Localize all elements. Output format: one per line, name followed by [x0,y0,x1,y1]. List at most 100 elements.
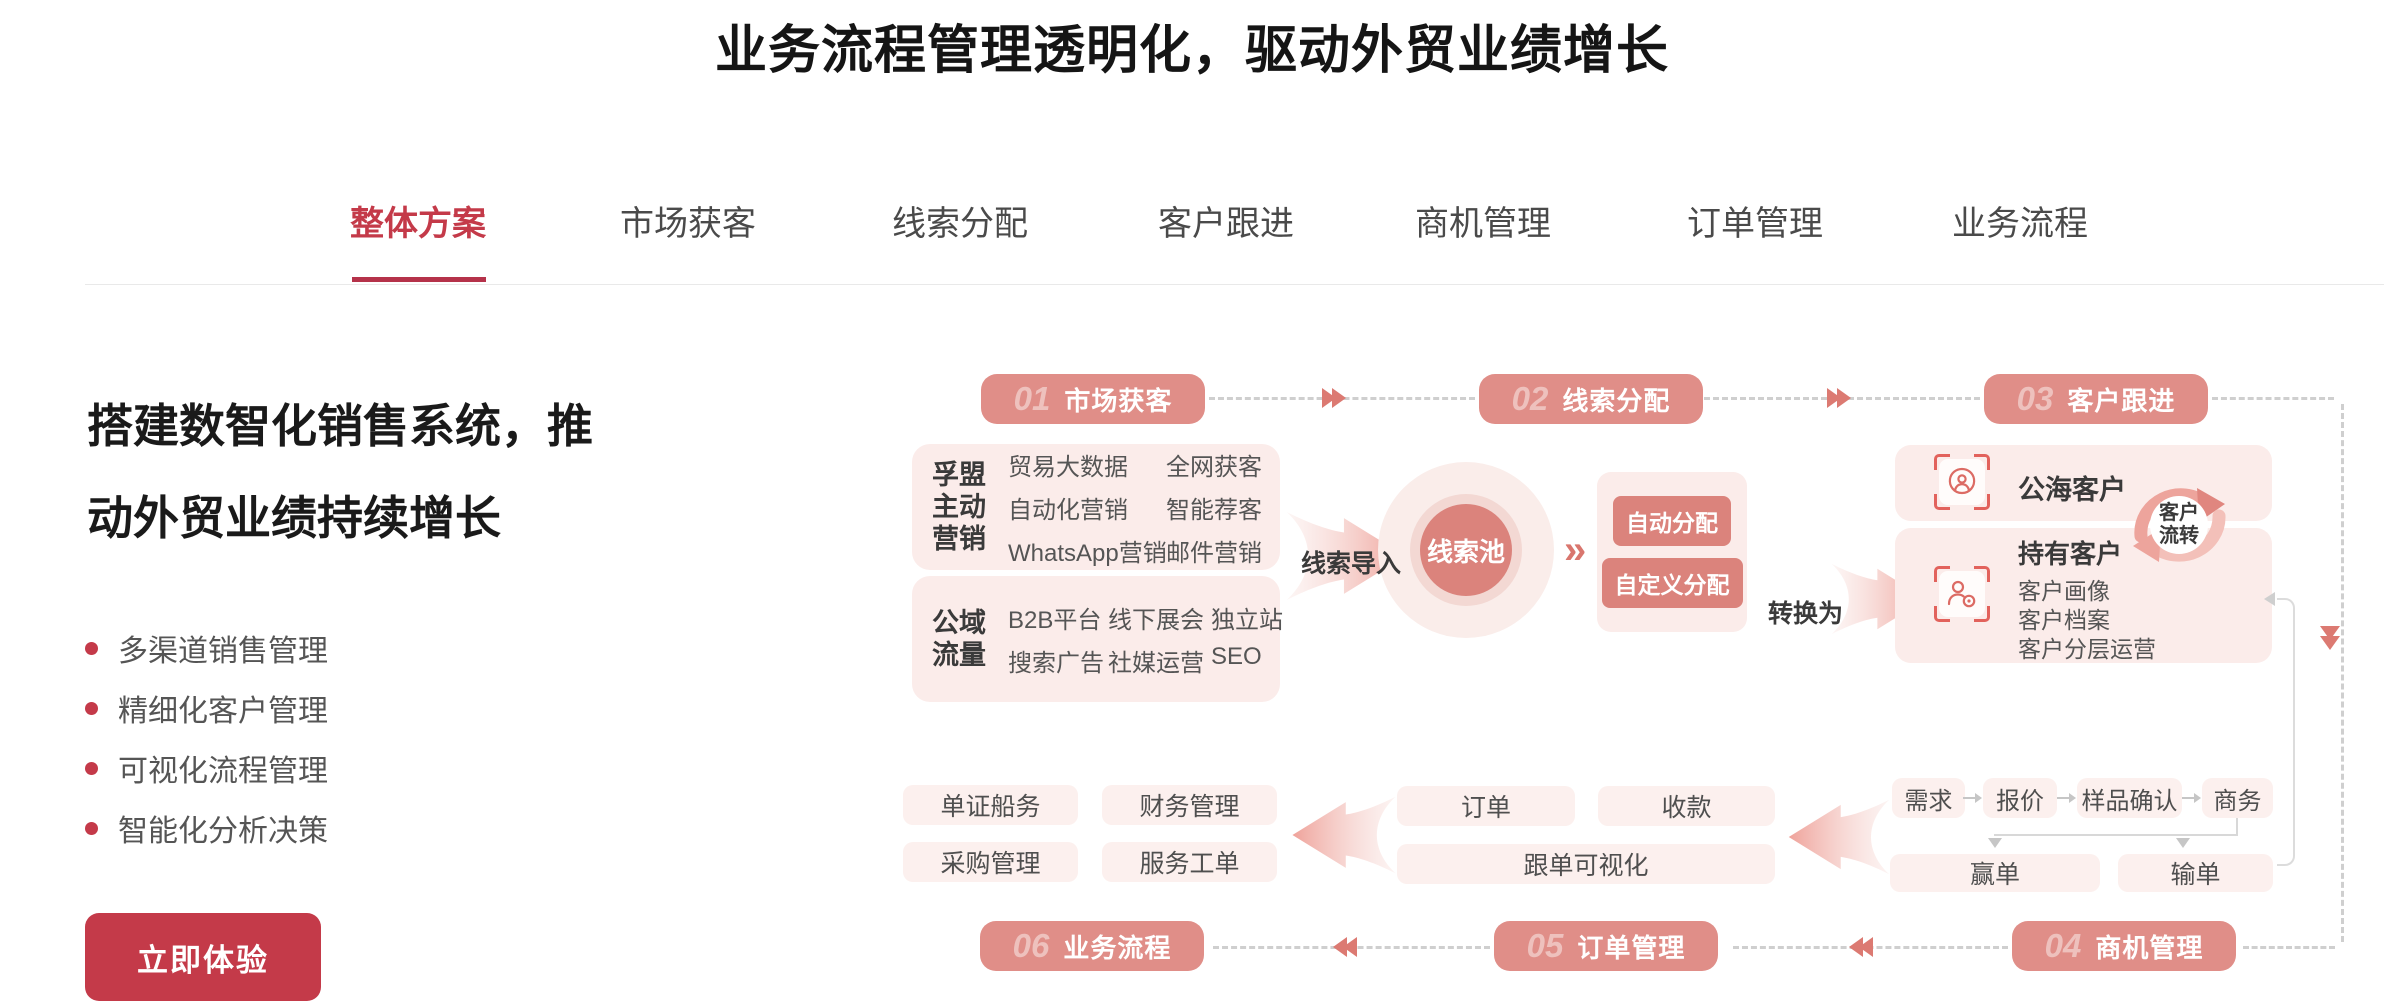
try-now-button[interactable]: 立即体验 [85,913,321,1001]
step-arrow-icon [2182,793,2201,803]
badge-label: 商机管理 [2095,932,2204,963]
panel-active-marketing: 孚盟 主动 营销 贸易大数据 全网获客 自动化营销 智能荐客 WhatsApp营… [912,444,1280,570]
tab-customer-followup[interactable]: 客户跟进 [1158,205,1294,243]
panel-public-traffic: 公域 流量 B2B平台 线下展会 独立站 搜索广告 社媒运营 SEO [912,576,1283,702]
connector-line [2277,598,2295,866]
bullet-label: 智能化分析决策 [118,815,328,848]
panel-label: 公域 流量 [932,608,986,670]
dashed-connector [1733,946,2008,949]
held-customer-title: 持有客户 [2018,539,2123,569]
bullet-dot-icon [85,641,98,655]
customer-circulation-icon: 客户 流转 [2126,474,2232,574]
box-lose-order: 输单 [2118,854,2273,892]
panel-items: B2B平台 线下展会 独立站 搜索广告 社媒运营 SEO [1008,600,1283,678]
panel-item: 独立站 [1211,607,1283,634]
badge-order-management: 05 订单管理 [1494,921,1718,971]
connector-line [2236,818,2238,835]
chevron-right-icon: » [1564,528,1587,572]
lead-import-arrow-icon [1286,512,1406,600]
box-order: 订单 [1397,786,1575,826]
page-title: 业务流程管理透明化，驱动外贸业绩增长 [714,22,1669,80]
hero-heading: 搭建数智化销售系统，推 动外贸业绩持续增长 [87,380,593,564]
panel-label: 孚盟 主动 营销 [932,460,986,554]
panel-items: 贸易大数据 全网获客 自动化营销 智能荐客 WhatsApp营销 邮件营销 [1008,447,1262,568]
tab-business-process[interactable]: 业务流程 [1952,205,2088,243]
box-purchase: 采购管理 [903,842,1078,882]
double-arrow-left-icon [1849,937,1873,957]
panel-item: B2B平台 [1008,607,1102,634]
double-arrow-right-icon [1827,388,1851,408]
custom-assign-chip: 自定义分配 [1601,558,1743,608]
panel-item: 贸易大数据 [1008,453,1128,481]
badge-number: 01 [1013,380,1051,417]
tab-overall-plan[interactable]: 整体方案 [350,205,486,243]
badge-label: 订单管理 [1577,932,1686,963]
arrow-down-icon [2176,838,2190,848]
panel-item: 全网获客 [1166,453,1262,481]
customer-circulation-label: 客户 流转 [2150,496,2208,554]
held-customer-item: 客户档案 [2018,607,2110,633]
step-demand: 需求 [1892,778,1965,818]
public-sea-customer-icon [1934,454,1990,510]
step-quote: 报价 [1983,778,2057,818]
double-arrow-down-icon [2320,626,2340,650]
bullet-dot-icon [85,821,98,835]
dashed-connector [2341,404,2344,942]
arrow-left-icon [2264,592,2275,606]
held-customer-details: 持有客户 客户画像 客户档案 客户分层运营 [2018,534,2268,664]
step-sample-confirm: 样品确认 [2077,778,2182,818]
tab-order-management[interactable]: 订单管理 [1687,205,1823,243]
step-business: 商务 [2202,778,2273,818]
connector-line [1994,834,2238,836]
badge-number: 06 [1012,927,1050,964]
panel-item: 线下展会 [1108,607,1204,634]
active-tab-underline [352,277,486,282]
double-arrow-right-icon [1322,388,1346,408]
tab-lead-distribution[interactable]: 线索分配 [892,205,1028,243]
dashed-connector [2243,946,2335,949]
tab-opportunity-management[interactable]: 商机管理 [1415,205,1551,243]
auto-assign-chip: 自动分配 [1613,496,1731,546]
assignment-panel: 自动分配 自定义分配 [1597,472,1747,632]
arrow-down-icon [1988,838,2002,848]
panel-item: 搜索广告 [1008,650,1104,677]
hero-heading-line2: 动外贸业绩持续增长 [87,492,501,544]
box-service-ticket: 服务工单 [1102,842,1277,882]
convert-arrow-icon [1831,563,1927,635]
lead-import-label: 线索导入 [1301,550,1402,578]
dashed-connector [2212,397,2334,400]
hero-heading-line1: 搭建数智化销售系统，推 [87,400,593,452]
dashed-connector [1213,946,1490,949]
box-docs-shipping: 单证船务 [903,785,1078,825]
list-item: 精细化客户管理 [85,690,328,728]
public-sea-customer-label: 公海客户 [2018,475,2126,505]
list-item: 智能化分析决策 [85,810,328,848]
panel-item: SEO [1211,643,1262,670]
panel-item: WhatsApp营销 [1008,539,1167,567]
list-item: 多渠道销售管理 [85,630,328,668]
badge-label: 客户跟进 [2067,385,2176,416]
badge-label: 业务流程 [1063,932,1172,963]
badge-label: 线索分配 [1562,385,1671,416]
double-arrow-left-icon [1333,937,1357,957]
panel-item: 自动化营销 [1008,496,1128,524]
badge-number: 05 [1526,927,1564,964]
box-win-order: 赢单 [1890,854,2100,892]
held-customer-item: 客户分层运营 [2018,636,2156,662]
hero-bullet-list: 多渠道销售管理 精细化客户管理 可视化流程管理 智能化分析决策 [85,630,328,870]
badge-business-process: 06 业务流程 [980,921,1204,971]
lead-pool: 线索池 [1420,504,1512,596]
panel-item: 社媒运营 [1108,650,1204,677]
tab-market-acquisition[interactable]: 市场获客 [620,205,756,243]
held-customer-icon [1934,566,1990,622]
bullet-label: 可视化流程管理 [118,755,328,788]
bullet-dot-icon [85,701,98,715]
badge-label: 市场获客 [1064,385,1173,416]
list-item: 可视化流程管理 [85,750,328,788]
box-finance: 财务管理 [1102,785,1277,825]
panel-item: 智能荐客 [1166,496,1262,524]
